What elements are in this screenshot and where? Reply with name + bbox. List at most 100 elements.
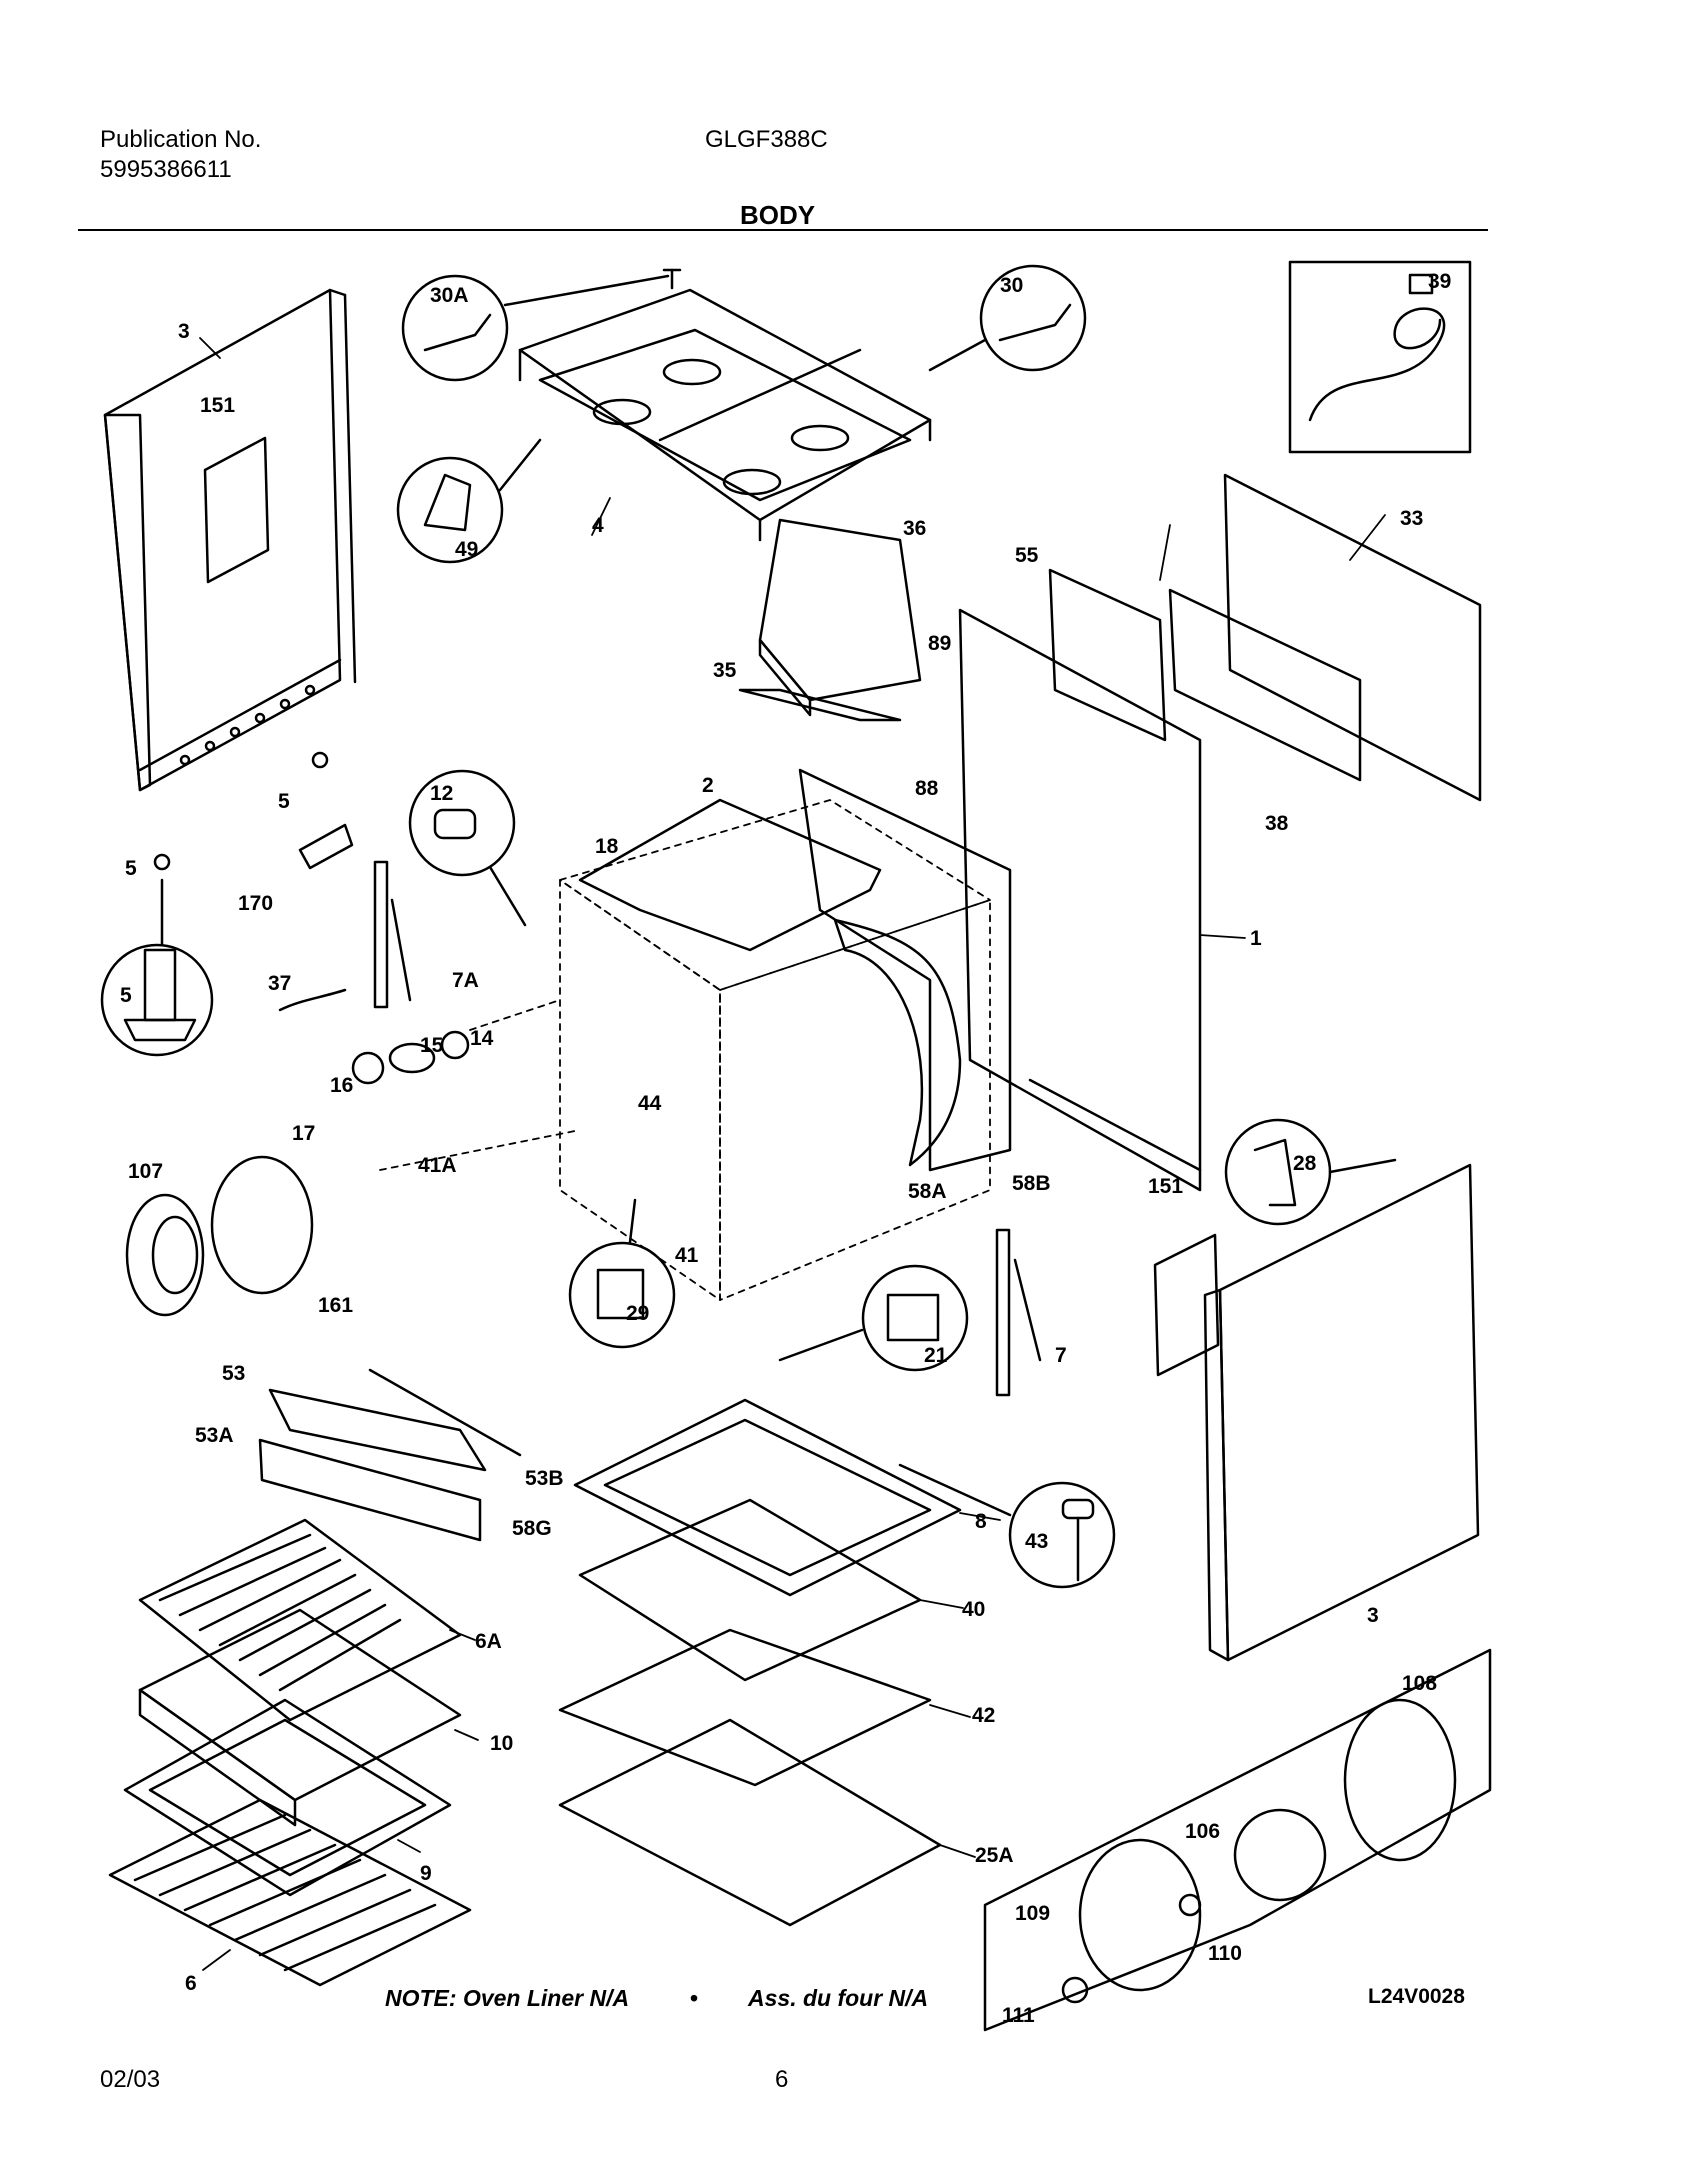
part-label: 5 — [120, 984, 132, 1007]
part-label: 38 — [1265, 812, 1289, 835]
part-label: 58A — [908, 1180, 947, 1203]
part-label: 41 — [675, 1244, 699, 1267]
rear-bracket-38 — [1168, 588, 1362, 782]
part-label: 18 — [595, 835, 619, 858]
panel-25A — [558, 1718, 942, 1927]
top-plate-2 — [578, 798, 882, 952]
part-label: 43 — [1025, 1530, 1048, 1553]
callout-12 — [408, 769, 527, 927]
model-number: GLGF388C — [705, 126, 828, 153]
part-label: 37 — [268, 972, 291, 995]
back-panel — [958, 608, 1202, 1192]
broil-element-53 — [258, 1368, 522, 1542]
part-label: 4 — [592, 514, 604, 537]
callout-43 — [898, 1463, 1116, 1589]
oven-rack-6A — [138, 1518, 462, 1722]
panel-40 — [578, 1498, 922, 1682]
publication-number: 5995386611 — [100, 156, 232, 183]
part-label: 30A — [430, 284, 469, 307]
part-label: 36 — [903, 517, 926, 540]
part-label: 21 — [924, 1344, 948, 1367]
part-label: 58B — [1012, 1172, 1051, 1195]
section-title: BODY — [740, 200, 816, 230]
part-label: 7A — [452, 969, 479, 992]
panel-42 — [558, 1628, 932, 1787]
burner-box — [738, 518, 922, 722]
part-label: 3 — [1367, 1604, 1379, 1627]
part-label: 151 — [200, 394, 235, 417]
part-label: 110 — [1208, 1942, 1242, 1965]
convection-fan-assembly — [983, 1648, 1492, 2032]
note-oven-liner: NOTE: Oven Liner N/A — [385, 1985, 630, 2011]
part-label: 53B — [525, 1467, 564, 1490]
part-label: 5 — [125, 857, 137, 880]
part-label: 108 — [1402, 1672, 1437, 1695]
part-label: 3 — [178, 320, 190, 343]
light-lens-107 — [125, 1193, 205, 1317]
part-label: 30 — [1000, 274, 1023, 297]
leader-lines — [199, 337, 1386, 1971]
note-separator: • — [690, 1985, 699, 2011]
bracket-151-left — [203, 436, 270, 584]
part-label: 53 — [222, 1362, 245, 1385]
screw-top — [662, 268, 682, 290]
publication-date: 02/03 — [100, 2066, 161, 2093]
part-label: 33 — [1400, 507, 1423, 530]
front-frame — [798, 768, 1012, 1172]
part-label: 58G — [512, 1517, 552, 1540]
bracket-170 — [298, 823, 354, 870]
part-label: 2 — [702, 774, 714, 797]
power-cord-box-39 — [1288, 260, 1472, 454]
broil-pan-9 — [123, 1698, 452, 1897]
callout-30 — [928, 264, 1087, 372]
rear-panel-33 — [1223, 473, 1482, 802]
part-label: 15 — [420, 1034, 444, 1057]
part-label: 6A — [475, 1630, 502, 1653]
part-label: 35 — [713, 659, 737, 682]
part-label: 55 — [1015, 544, 1039, 567]
oven-bottom-8 — [573, 1398, 962, 1597]
part-label: 44 — [638, 1092, 662, 1115]
part-label: 39 — [1428, 270, 1451, 293]
part-label: 7 — [1055, 1344, 1067, 1367]
gasket-161 — [210, 1155, 314, 1295]
part-label: 106 — [1185, 1820, 1220, 1843]
part-label: 40 — [962, 1598, 985, 1621]
note-oven-liner-fr: Ass. du four N/A — [748, 1985, 929, 2011]
part-label: 10 — [490, 1732, 513, 1755]
callout-29 — [568, 1198, 676, 1349]
bracket-151-right — [1153, 1233, 1220, 1377]
callout-28 — [1224, 1118, 1397, 1226]
part-label: 161 — [318, 1294, 353, 1317]
part-label: 29 — [626, 1302, 649, 1325]
part-label: 8 — [975, 1510, 987, 1533]
rear-shield-55 — [1048, 568, 1167, 742]
part-label: 6 — [185, 1972, 197, 1995]
part-label: 89 — [928, 632, 951, 655]
callout-30A — [401, 274, 670, 382]
header-rule — [78, 229, 1488, 231]
lamp-socket — [351, 1030, 470, 1085]
part-label: 41A — [418, 1154, 457, 1177]
part-label: 28 — [1293, 1152, 1317, 1175]
hinge-7 — [995, 1228, 1042, 1397]
part-label: 151 — [1148, 1175, 1183, 1198]
part-label: 109 — [1015, 1902, 1050, 1925]
broil-pan-10 — [138, 1608, 462, 1827]
part-label: 16 — [330, 1074, 353, 1097]
part-label: 111 — [1002, 2004, 1035, 2027]
top-chassis — [518, 288, 932, 542]
diagram-code: L24V0028 — [1368, 1985, 1465, 2008]
oven-cavity — [379, 799, 991, 1301]
part-label: 42 — [972, 1704, 995, 1727]
hinge-7A — [373, 860, 412, 1009]
part-label: 17 — [292, 1122, 315, 1145]
callout-49 — [396, 438, 542, 564]
part-label: 14 — [470, 1027, 494, 1050]
side-panel-right — [1203, 1163, 1480, 1662]
part-label: 12 — [430, 782, 453, 805]
callout-21 — [778, 1264, 969, 1372]
callout-5-foot — [100, 878, 214, 1057]
part-label: 1 — [1250, 927, 1262, 950]
screws-5 — [153, 751, 329, 871]
